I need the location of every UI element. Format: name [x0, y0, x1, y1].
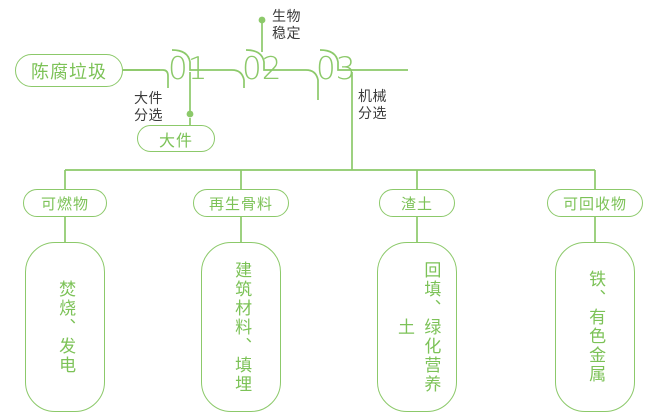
- annotation-mech-line-1: 机械: [358, 88, 387, 104]
- annotation-mechanical-sorting: 机械 分选: [358, 88, 387, 122]
- outcome-text-recyclables: 铁、有色金属: [586, 270, 606, 384]
- node-category-recyclables[interactable]: 可回收物: [547, 189, 643, 217]
- outcome-text-recycled-aggregate: 建筑材料、填埋: [232, 260, 252, 394]
- outcome-box-combustible[interactable]: 焚烧、发电: [25, 242, 105, 412]
- node-byproduct-bulky[interactable]: 大件: [137, 125, 215, 152]
- node-category-residual-soil[interactable]: 渣土: [379, 189, 455, 217]
- dot-callout-bio: [258, 16, 266, 24]
- annotation-bulky-line-1: 大件: [134, 90, 163, 106]
- arc-02-top: [245, 49, 306, 71]
- wire-source-step: [123, 69, 169, 88]
- node-source-waste[interactable]: 陈腐垃圾: [15, 54, 123, 87]
- annotation-mech-line-2: 分选: [358, 105, 387, 121]
- annotation-biological-stabilization: 生物 稳定: [272, 8, 301, 42]
- annotation-bulky-line-2: 分选: [134, 107, 163, 123]
- arc-02-bottom-left: [231, 69, 245, 88]
- stage-number-01[interactable]: 01: [168, 51, 208, 87]
- outcome-text-combustible: 焚烧、发电: [56, 279, 76, 375]
- stage-number-03[interactable]: 03: [316, 51, 356, 87]
- annotation-bio-line-1: 生物: [272, 8, 301, 24]
- outcome-box-recycled-aggregate[interactable]: 建筑材料、填埋: [201, 242, 281, 412]
- dot-callout-bulky: [186, 110, 194, 118]
- node-category-recycled-aggregate[interactable]: 再生骨料: [193, 189, 289, 217]
- annotation-bio-line-2: 稳定: [272, 25, 301, 41]
- arc-03-bottom-left: [305, 69, 319, 88]
- arc-01-top: [171, 49, 232, 71]
- node-category-combustible[interactable]: 可燃物: [23, 189, 107, 217]
- stage-number-02[interactable]: 02: [242, 51, 282, 87]
- arc-03-top-tail: [319, 49, 408, 71]
- outcome-text-residual-soil: 回填、绿化营养土: [395, 260, 441, 394]
- outcome-box-recyclables[interactable]: 铁、有色金属: [555, 242, 635, 412]
- outcome-box-residual-soil[interactable]: 回填、绿化营养土: [377, 242, 457, 412]
- annotation-bulky-sorting: 大件 分选: [134, 90, 163, 124]
